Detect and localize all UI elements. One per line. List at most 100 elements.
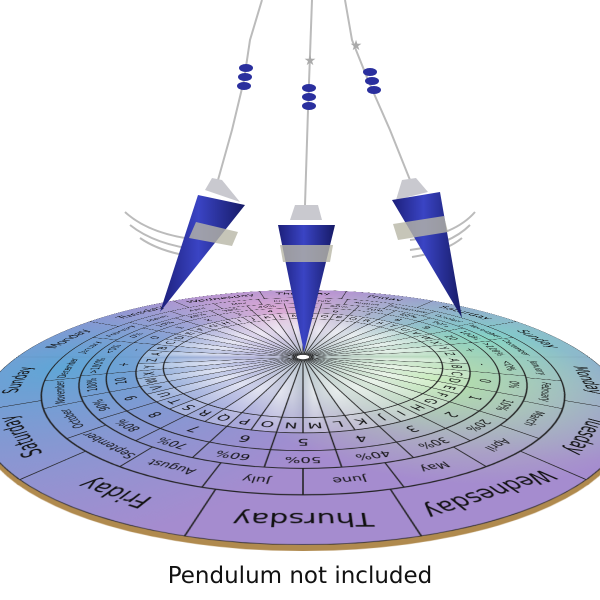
number-label: 8: [392, 318, 405, 322]
letter-label: F: [431, 391, 452, 398]
letter-label: H: [220, 321, 234, 325]
letter-label: K: [351, 416, 370, 426]
number-label: 5: [297, 436, 309, 446]
letter-label: E: [439, 384, 459, 391]
percent-label: 0%: [504, 380, 520, 389]
letter-label: U: [154, 390, 176, 398]
month-label: March: [144, 315, 170, 322]
letter-label: O: [259, 419, 277, 429]
letter-label: Q: [347, 317, 359, 321]
percent-label: <0%: [498, 360, 518, 370]
number-label: 8: [144, 410, 167, 419]
percent-label: 90%: [91, 398, 116, 412]
number-label: 2: [202, 318, 215, 322]
lapis-crystal: [160, 195, 245, 312]
number-label: 1: [173, 326, 187, 330]
letter-label: V: [147, 384, 167, 391]
letter-label: F: [195, 328, 209, 332]
month-label: April: [187, 307, 207, 312]
number-label: 10: [112, 376, 131, 385]
letter-label: I: [235, 319, 243, 323]
percent-label: <0%: [102, 345, 125, 354]
month-label: August: [353, 301, 380, 306]
number-label: 9: [419, 326, 433, 330]
letter-label: Q: [213, 412, 235, 422]
letter-label: X: [141, 371, 158, 376]
percent-label: 40%: [353, 448, 393, 462]
letter-label: C: [447, 371, 464, 376]
letter-label: G: [206, 324, 221, 328]
letter-label: Y: [141, 364, 158, 369]
number-label: 6: [331, 310, 340, 314]
day-label: Wednesday: [185, 293, 257, 304]
number-label: 9: [121, 394, 142, 402]
star-charm-icon: ★: [350, 38, 363, 54]
month-label: June: [272, 300, 290, 303]
percent-label: 50%: [285, 454, 322, 464]
percent-label: 20%: [186, 313, 208, 319]
board-face: ThursdayFridaySaturdaySundayMondayTuesda…: [0, 290, 600, 546]
chain: [217, 0, 263, 181]
percent-label: 60%: [329, 305, 349, 309]
day-label: Friday: [365, 295, 405, 302]
letter-label: I: [392, 409, 408, 417]
letter-label: O: [320, 315, 330, 319]
percent-label: 100%: [456, 331, 483, 340]
lapis-crystal: [392, 192, 462, 318]
number-label: 0: [147, 336, 163, 340]
letter-label: A: [148, 352, 165, 355]
letter-label: K: [262, 315, 272, 319]
number-label: -: [128, 349, 144, 351]
bead-icon: [237, 64, 253, 90]
letter-label: X: [427, 341, 444, 345]
month-label: July: [317, 300, 332, 303]
bead-icon: [363, 68, 381, 94]
number-label: 7: [362, 313, 373, 317]
percent-label: 90%: [429, 321, 452, 328]
month-label: February: [538, 381, 553, 403]
percent-label: 0%: [128, 332, 147, 338]
percent-label: 60%: [213, 448, 253, 462]
star-charm-icon: ★: [304, 53, 317, 69]
percent-label: 40%: [257, 305, 277, 309]
letter-label: R: [195, 408, 217, 418]
month-label: June: [331, 473, 371, 486]
letter-label: Y: [434, 346, 452, 350]
month-label: October: [433, 314, 466, 323]
letter-label: S: [179, 403, 200, 412]
letter-label: B: [447, 365, 464, 369]
left-pendulum: [160, 0, 263, 312]
letter-label: W: [142, 377, 162, 385]
letter-label: H: [405, 402, 428, 412]
month-label: May: [230, 302, 248, 306]
percent-label: 10%: [154, 321, 177, 328]
lapis-crystal: [278, 225, 335, 352]
letter-label: V: [408, 331, 424, 335]
letter-label: L: [331, 419, 346, 429]
letter-label: U: [397, 327, 412, 331]
number-label: 1: [464, 394, 485, 402]
letter-label: Z: [144, 358, 161, 361]
day-label: Thursday: [231, 508, 377, 529]
letter-label: A: [445, 358, 462, 361]
number-label: +: [461, 348, 479, 352]
number-label: 10: [440, 335, 460, 341]
letter-label: Z: [440, 352, 457, 355]
letter-label: E: [183, 331, 198, 335]
letter-label: L: [278, 315, 286, 319]
letter-label: M: [291, 314, 301, 318]
percent-label: 70%: [364, 308, 385, 313]
letter-label: G: [419, 396, 442, 405]
cap: [396, 178, 428, 200]
letter-label: N: [284, 420, 298, 430]
number-label: 3: [401, 423, 423, 434]
number-label: +: [115, 362, 133, 367]
percent-label: 100%: [86, 377, 102, 392]
cap: [205, 178, 240, 202]
month-label: July: [240, 473, 274, 485]
right-pendulum: ★: [344, 0, 462, 318]
caption: Pendulum not included: [167, 563, 433, 589]
letter-label: D: [444, 377, 463, 384]
percent-label: 30%: [221, 308, 242, 313]
